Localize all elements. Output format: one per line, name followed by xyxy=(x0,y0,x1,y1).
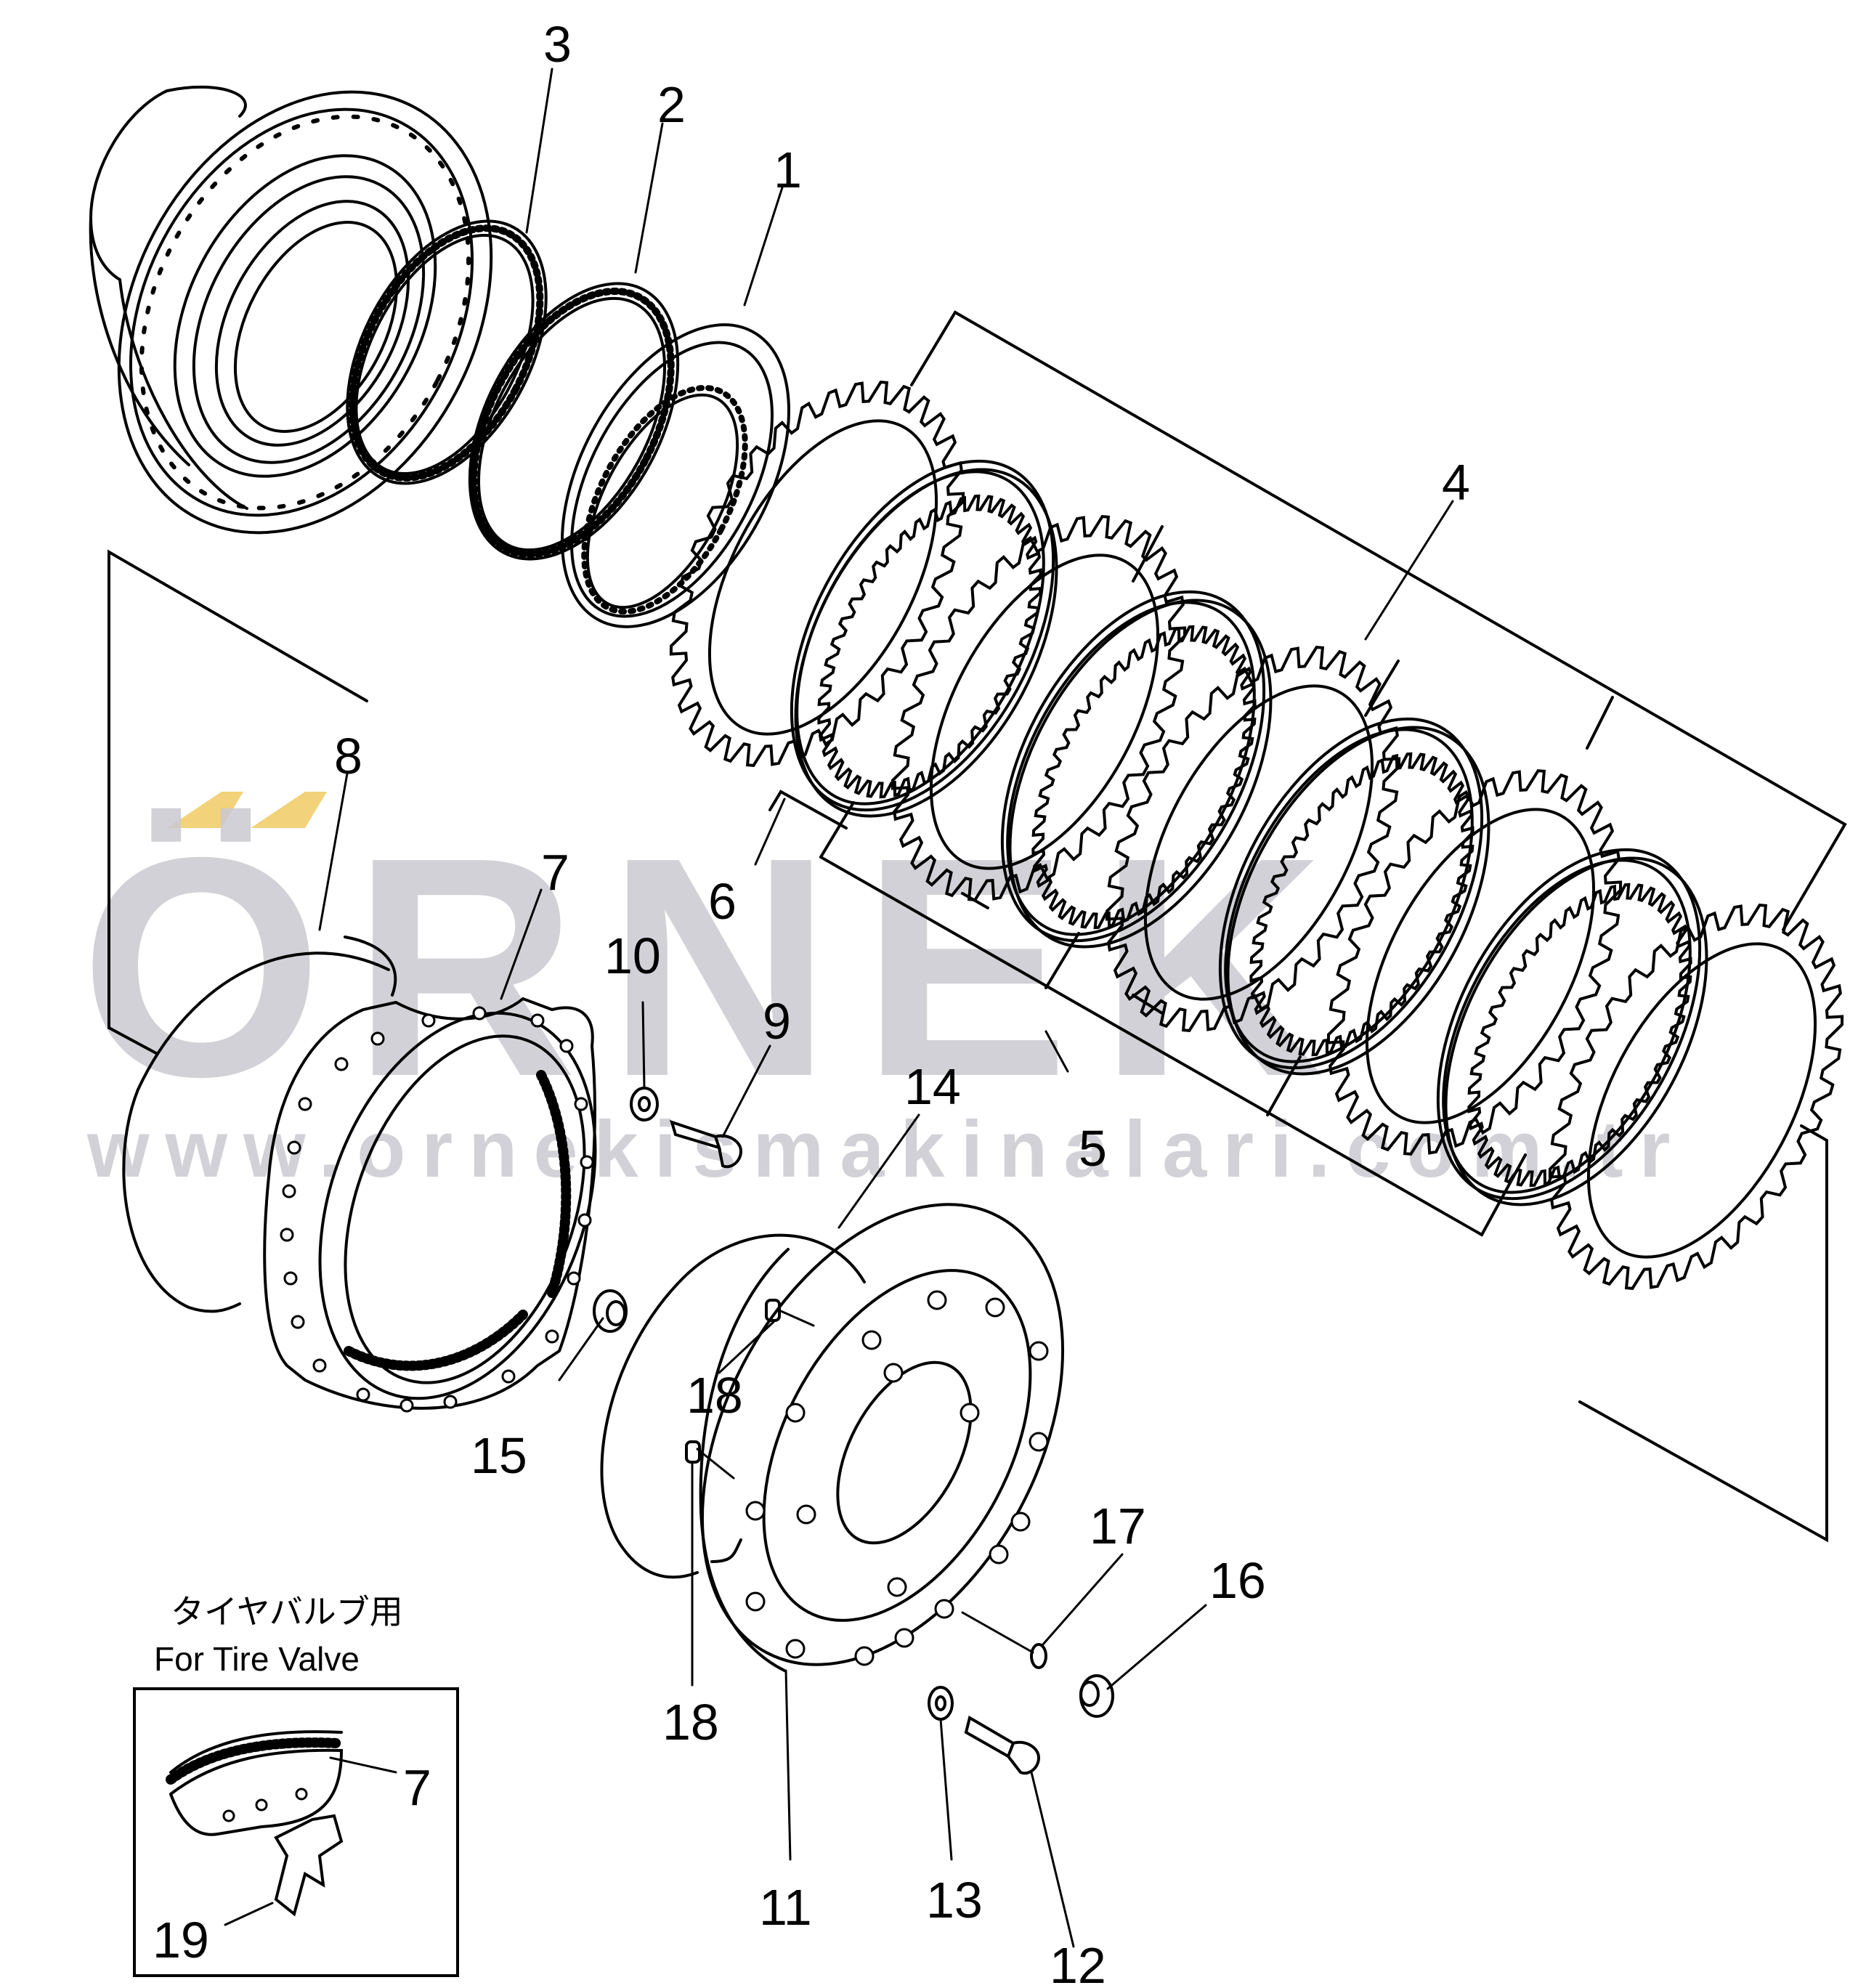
assembly-bracket-right xyxy=(1578,1124,1828,1543)
callout-4: 4 xyxy=(1442,454,1470,511)
clutch-disc-stack xyxy=(669,381,1844,1290)
clutch-disc-outer xyxy=(1548,904,1844,1290)
callout-5: 5 xyxy=(1079,1120,1107,1177)
callout-labels: 1 2 3 4 5 6 7 8 9 10 11 12 13 14 15 16 1… xyxy=(153,16,1470,1988)
watermark-accent-left xyxy=(167,792,243,828)
part-18-pin-lower xyxy=(685,1440,701,1464)
part-3-ring xyxy=(346,219,548,485)
leader-lines xyxy=(318,68,1454,1948)
group-5-bracket xyxy=(819,801,1527,1237)
part-9-bolt xyxy=(670,1119,743,1169)
callout-12: 12 xyxy=(1050,1937,1106,1988)
part-8-o-ring xyxy=(122,936,397,1313)
callout-1: 1 xyxy=(774,142,802,198)
part-2-ring xyxy=(468,282,680,561)
callout-13: 13 xyxy=(926,1872,983,1928)
inset-caption-jp: タイヤバルブ用 xyxy=(171,1593,403,1631)
callout-11: 11 xyxy=(759,1879,812,1936)
tire-valve-inset xyxy=(133,1687,459,1977)
callout-16: 16 xyxy=(1209,1552,1266,1609)
small-parts xyxy=(593,1087,1114,1775)
callout-18-lower: 18 xyxy=(662,1694,719,1750)
part-19-bracket xyxy=(274,1814,344,1917)
callout-18-upper: 18 xyxy=(686,1367,743,1424)
callout-9: 9 xyxy=(763,993,791,1050)
clutch-disc-outer xyxy=(1326,769,1623,1156)
callout-17: 17 xyxy=(1090,1498,1146,1554)
wheel-hub xyxy=(89,85,493,535)
callout-2: 2 xyxy=(657,76,686,133)
part-15-plug xyxy=(593,1289,628,1333)
watermark-accent-right xyxy=(251,792,327,828)
part-11-cover xyxy=(699,1203,1065,1672)
part-16-plug xyxy=(1079,1674,1114,1718)
part-14-o-ring xyxy=(600,1233,866,1579)
callout-14: 14 xyxy=(904,1058,961,1115)
clutch-disc-inner xyxy=(1226,726,1490,1076)
callout-3: 3 xyxy=(543,16,572,73)
part-7-carrier-ring xyxy=(263,997,597,1413)
callout-19: 19 xyxy=(153,1912,209,1968)
inset-caption-en: For Tire Valve xyxy=(154,1640,360,1678)
part-17-o-ring-small xyxy=(1030,1643,1047,1669)
part-12-bolt xyxy=(964,1715,1041,1775)
clutch-disc-outer xyxy=(1105,646,1401,1032)
callout-7: 7 xyxy=(541,844,569,901)
callout-15: 15 xyxy=(471,1427,527,1484)
watermark-brand: ÖRNEK xyxy=(80,793,1353,1142)
callout-8: 8 xyxy=(334,728,362,784)
inset-callout-7: 7 xyxy=(403,1759,431,1816)
clutch-disc-outer xyxy=(669,381,965,767)
clutch-disc-inner xyxy=(1444,856,1708,1206)
inset-frame xyxy=(133,1687,459,1977)
callout-6: 6 xyxy=(708,873,737,930)
callout-10: 10 xyxy=(604,928,661,984)
assembly-bracket-left xyxy=(108,549,368,1055)
part-13-washer xyxy=(928,1686,954,1721)
part-18-pin-upper xyxy=(765,1299,781,1322)
